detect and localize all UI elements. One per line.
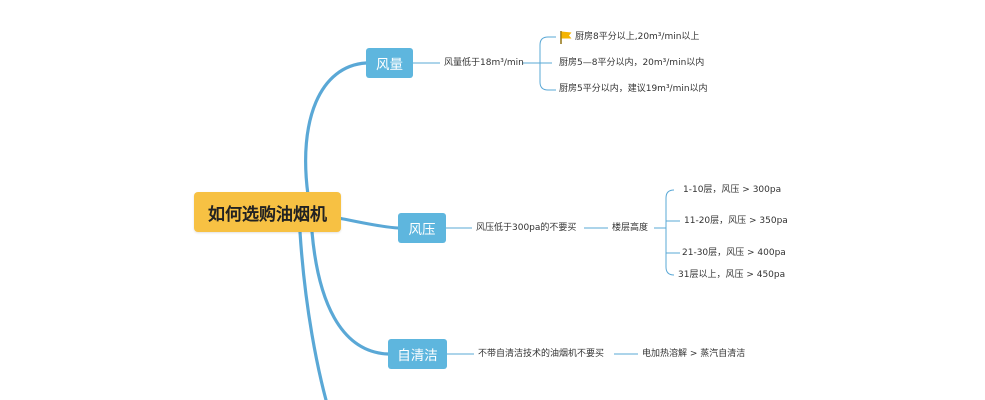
- fengya-detail[interactable]: 风压低于300pa的不要买: [476, 223, 577, 233]
- trunk-down: [298, 230, 328, 400]
- trunk-to-fengliang: [304, 61, 368, 197]
- trunk-to-ziqingjie: [310, 230, 390, 356]
- flag-icon: [560, 31, 572, 44]
- trunk-to-fengya: [336, 216, 400, 230]
- fengya-sub[interactable]: 楼层高度: [612, 223, 649, 233]
- branch-ziqingjie[interactable]: 自清洁: [388, 339, 447, 369]
- fengliang-detail[interactable]: 风量低于18m³/min: [444, 58, 524, 68]
- ziqingjie-sub[interactable]: 电加热溶解 > 蒸汽自清洁: [642, 349, 746, 359]
- ziqingjie-detail[interactable]: 不带自清洁技术的油烟机不要买: [478, 349, 605, 359]
- fengya-item-1[interactable]: 1-10层，风压 > 300pa: [683, 185, 782, 195]
- bracket-fengya: [665, 189, 675, 276]
- root-topic[interactable]: 如何选购油烟机: [194, 192, 341, 232]
- fengliang-item-2[interactable]: 厨房5—8平分以内，20m³/min以内: [559, 58, 705, 68]
- branch-fengliang[interactable]: 风量: [366, 48, 413, 78]
- fengliang-item-3[interactable]: 厨房5平分以内，建议19m³/min以内: [559, 84, 708, 94]
- branch-fengya[interactable]: 风压: [398, 213, 446, 243]
- fengya-item-4[interactable]: 31层以上，风压 > 450pa: [678, 270, 786, 280]
- fengliang-item-1[interactable]: 厨房8平分以上,20m³/min以上: [575, 32, 700, 42]
- fengya-item-3[interactable]: 21-30层，风压 > 400pa: [682, 248, 786, 258]
- fengya-item-2[interactable]: 11-20层，风压 > 350pa: [684, 216, 788, 226]
